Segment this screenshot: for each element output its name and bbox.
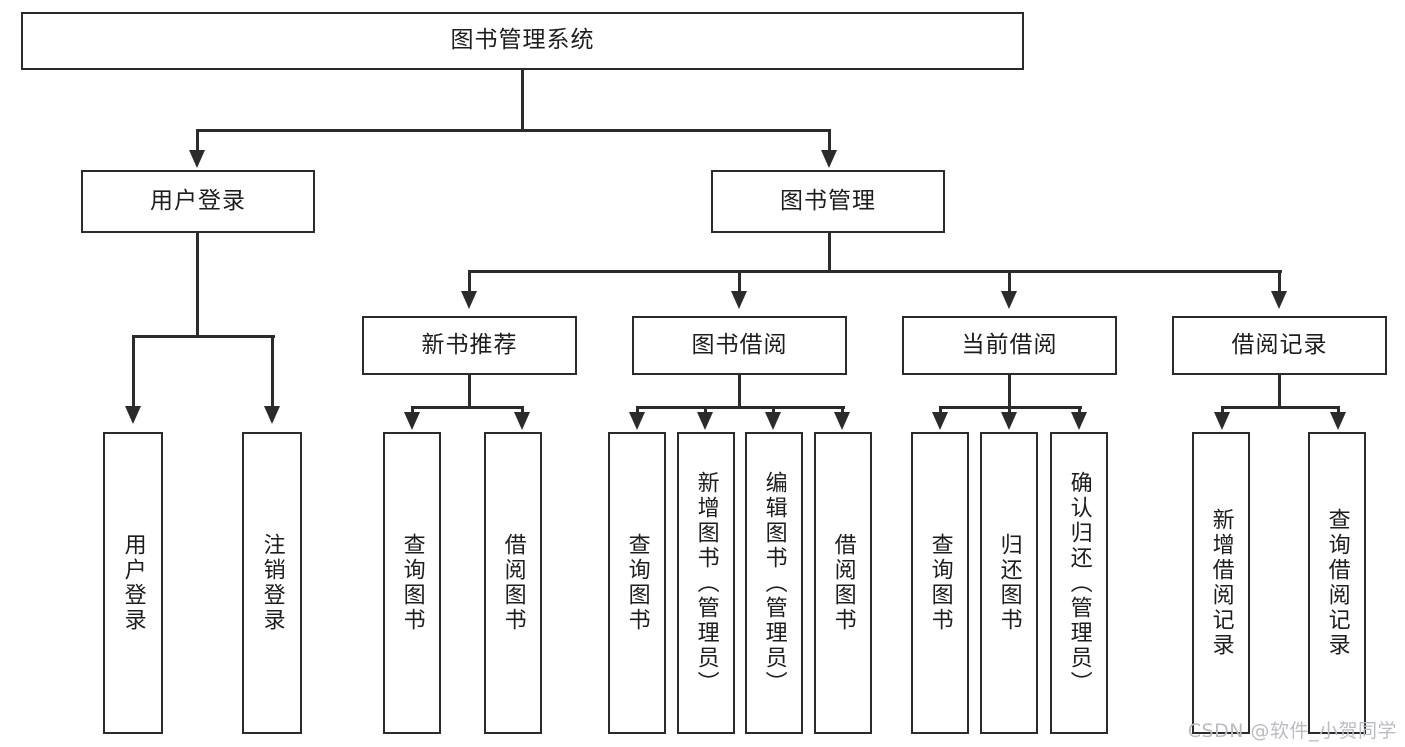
arrow-borrow-record [1271,291,1287,309]
node-label: 用户登录 [150,187,246,214]
node-label: 图书管理 [780,187,876,214]
leaf-label: 查询借阅记录 [1324,508,1350,658]
node-label: 图书管理系统 [450,27,595,54]
leaf-label: 用户登录 [120,533,146,633]
connector-current-borrow-stem [1008,375,1011,408]
arrow-book-management [821,150,837,168]
leaf-user-login[interactable]: 用户登录 [103,432,163,734]
leaf-query-book-2[interactable]: 查询图书 [608,432,666,734]
leaf-logout-login[interactable]: 注销登录 [242,432,302,734]
node-current-borrow[interactable]: 当前借阅 [902,316,1117,375]
arrow-cb-leaf-2 [1001,412,1017,430]
connector-user-login-stem [196,233,199,337]
leaf-label: 新增借阅记录 [1208,508,1234,658]
connector-drop-book-borrow [738,270,741,295]
leaf-add-record[interactable]: 新增借阅记录 [1192,432,1250,734]
connector-drop-cb-leaf-1 [939,406,942,416]
leaf-label: 注销登录 [259,533,285,633]
leaf-borrow-book-2[interactable]: 借阅图书 [814,432,872,734]
connector-drop-bb-leaf-4 [841,406,844,416]
connector-user-login-bus [133,335,275,338]
node-label: 新书推荐 [421,331,518,358]
connector-drop-leaf-logout [271,335,274,410]
arrow-bb-leaf-4 [834,412,850,430]
leaf-label: 查询图书 [399,533,425,633]
leaf-label: 查询图书 [927,533,953,633]
connector-drop-cb-leaf-2 [1008,406,1011,416]
connector-borrow-record-stem [1278,375,1281,408]
connector-drop-bb-leaf-2 [704,406,707,416]
arrow-leaf-user-login [125,406,141,424]
leaf-label: 查询图书 [624,533,650,633]
arrow-book-borrow [731,291,747,309]
connector-drop-user-login [196,129,199,154]
node-book-management[interactable]: 图书管理 [711,170,945,233]
connector-drop-cb-leaf-3 [1078,406,1081,416]
connector-new-book-stem [468,375,471,408]
arrow-br-leaf-1 [1214,412,1230,430]
connector-drop-br-leaf-2 [1337,406,1340,416]
leaf-query-book-1[interactable]: 查询图书 [383,432,441,734]
connector-drop-leaf-user-login [132,335,135,410]
node-label: 借阅记录 [1231,331,1328,358]
leaf-label: 确认归还（管理员） [1066,470,1092,696]
connector-drop-new-book [468,270,471,295]
node-borrow-record[interactable]: 借阅记录 [1172,316,1387,375]
node-new-book-recommend[interactable]: 新书推荐 [362,316,577,375]
leaf-label: 新增图书（管理员） [693,470,719,696]
arrow-new-book-recommend [461,291,477,309]
connector-book-borrow-bus [637,406,845,409]
connector-new-book-bus [412,406,524,409]
connector-drop-br-leaf-1 [1221,406,1224,416]
node-root-system[interactable]: 图书管理系统 [21,12,1024,70]
connector-borrow-record-bus [1222,406,1340,409]
connector-drop-nb-leaf-2 [521,406,524,416]
leaf-return-book[interactable]: 归还图书 [980,432,1038,734]
arrow-nb-leaf-2 [514,412,530,430]
arrow-user-login [189,150,205,168]
connector-drop-borrow-record [1278,270,1281,295]
connector-level3-bus [470,270,1282,273]
node-label: 当前借阅 [961,331,1058,358]
connector-book-management-stem [828,233,831,272]
connector-level1-bus [198,129,831,132]
connector-drop-nb-leaf-1 [411,406,414,416]
arrow-br-leaf-2 [1330,412,1346,430]
leaf-borrow-book-1[interactable]: 借阅图书 [484,432,542,734]
node-user-login[interactable]: 用户登录 [81,170,315,233]
connector-drop-current-borrow [1008,270,1011,295]
arrow-bb-leaf-3 [765,412,781,430]
leaf-label: 归还图书 [996,533,1022,633]
arrow-cb-leaf-1 [932,412,948,430]
connector-current-borrow-bus [940,406,1082,409]
arrow-bb-leaf-2 [697,412,713,430]
arrow-leaf-logout [264,406,280,424]
node-book-borrow[interactable]: 图书借阅 [632,316,847,375]
leaf-label: 借阅图书 [830,533,856,633]
arrow-cb-leaf-3 [1071,412,1087,430]
leaf-add-book[interactable]: 新增图书（管理员） [677,432,735,734]
leaf-query-record[interactable]: 查询借阅记录 [1308,432,1366,734]
arrow-nb-leaf-1 [404,412,420,430]
arrow-current-borrow [1001,291,1017,309]
leaf-confirm-return[interactable]: 确认归还（管理员） [1050,432,1108,734]
leaf-label: 编辑图书（管理员） [761,470,787,696]
connector-drop-bb-leaf-3 [772,406,775,416]
leaf-edit-book[interactable]: 编辑图书（管理员） [745,432,803,734]
leaf-query-book-3[interactable]: 查询图书 [911,432,969,734]
connector-drop-book-management [828,129,831,154]
leaf-label: 借阅图书 [500,533,526,633]
connector-book-borrow-stem [738,375,741,408]
connector-drop-bb-leaf-1 [636,406,639,416]
connector-root-stem [521,70,524,130]
arrow-bb-leaf-1 [629,412,645,430]
node-label: 图书借阅 [691,331,788,358]
